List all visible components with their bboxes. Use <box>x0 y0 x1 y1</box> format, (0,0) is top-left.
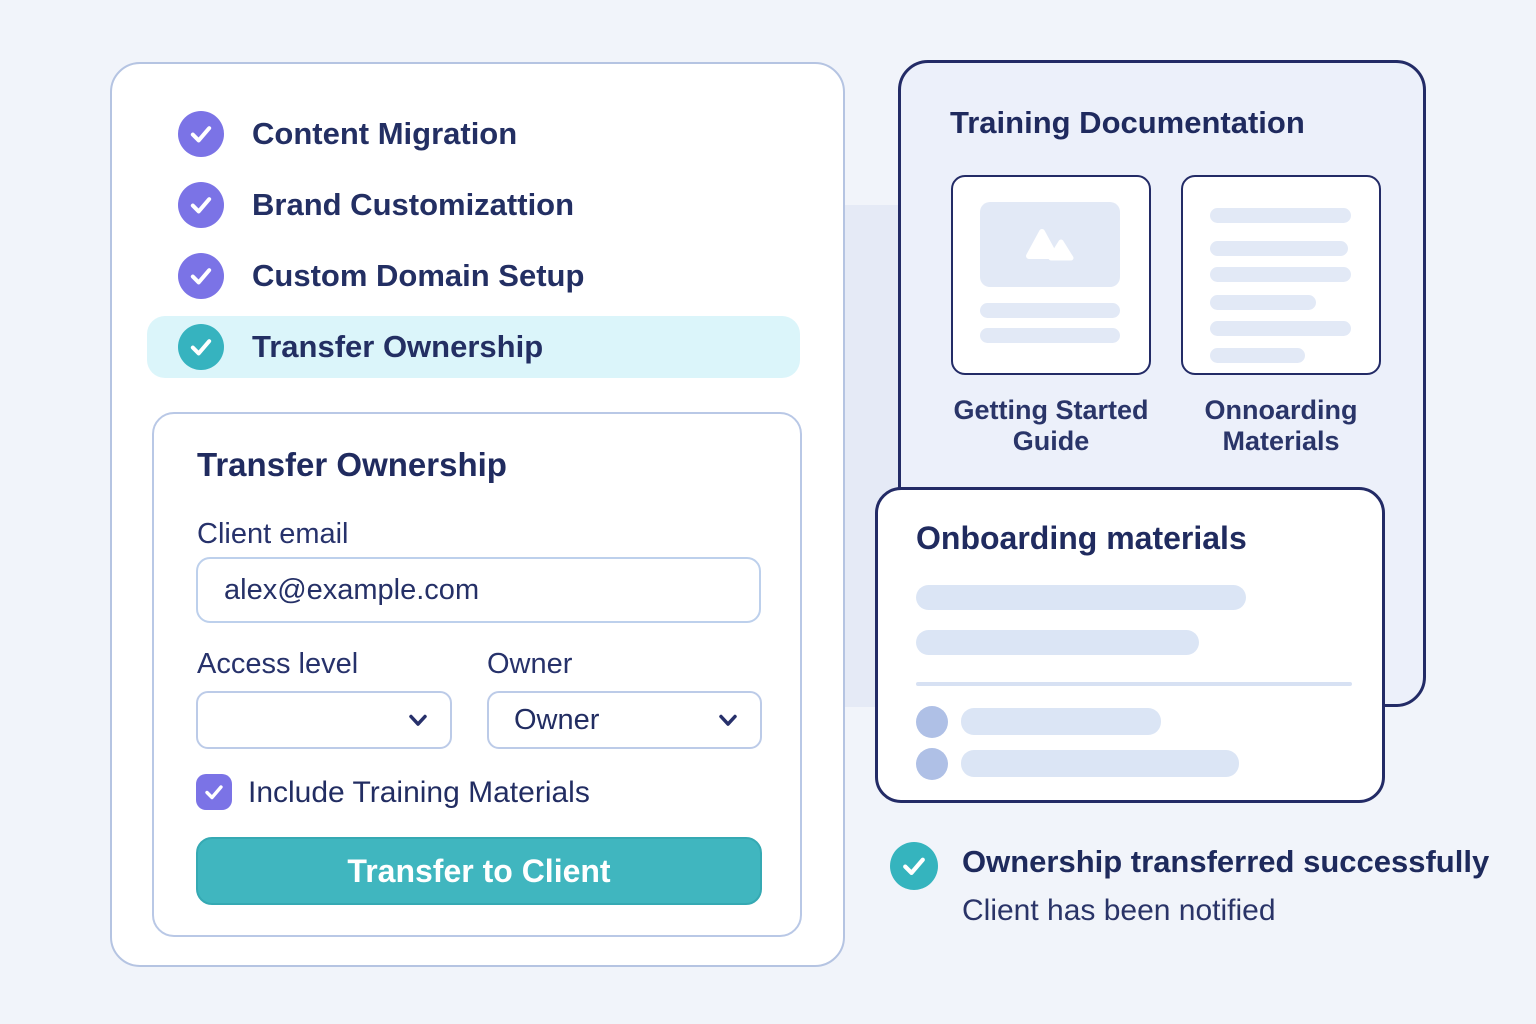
bullet-icon <box>916 706 948 738</box>
checklist-item-custom-domain[interactable]: Custom Domain Setup <box>178 253 584 299</box>
owner-label: Owner <box>487 648 573 680</box>
success-check-icon <box>890 842 938 890</box>
chevron-down-icon <box>404 706 432 734</box>
include-training-label: Include Training Materials <box>248 776 590 809</box>
transfer-to-client-button[interactable]: Transfer to Client <box>196 837 762 905</box>
divider <box>916 682 1352 686</box>
checklist-item-content-migration[interactable]: Content Migration <box>178 111 517 157</box>
client-email-input[interactable] <box>196 557 761 623</box>
access-level-select[interactable] <box>196 691 452 749</box>
check-icon <box>205 785 223 800</box>
text-line-placeholder <box>1210 295 1316 310</box>
setup-checklist-card: Content Migration Brand Customizattion C… <box>110 62 845 967</box>
client-email-label: Client email <box>197 518 349 550</box>
transfer-ownership-form: Transfer Ownership Client email Access l… <box>152 412 802 937</box>
doc-label-onboarding: Onnoarding Materials <box>1204 395 1358 456</box>
checklist-item-transfer-ownership-active[interactable]: Transfer Ownership <box>147 316 800 378</box>
text-line-placeholder <box>916 630 1199 655</box>
text-line-placeholder <box>980 303 1120 318</box>
mountains-icon <box>1026 228 1074 260</box>
check-icon <box>178 253 224 299</box>
text-line-placeholder <box>1210 208 1351 223</box>
doc-onboarding-materials[interactable] <box>1181 175 1381 375</box>
check-icon <box>178 111 224 157</box>
checklist-item-label: Transfer Ownership <box>252 329 544 364</box>
owner-select[interactable]: Owner <box>487 691 762 749</box>
include-training-checkbox[interactable] <box>196 774 232 810</box>
checklist-item-label: Custom Domain Setup <box>252 258 585 293</box>
training-documentation-title: Training Documentation <box>950 105 1305 140</box>
doc-getting-started-guide[interactable] <box>951 175 1151 375</box>
chevron-down-icon <box>714 706 742 734</box>
form-title: Transfer Ownership <box>197 446 507 483</box>
checklist-item-label: Content Migration <box>252 116 518 151</box>
text-line-placeholder <box>916 585 1246 610</box>
check-icon <box>178 182 224 228</box>
text-line-placeholder <box>1210 321 1351 336</box>
text-line-placeholder <box>1210 241 1348 256</box>
text-line-placeholder <box>980 328 1120 343</box>
status-subtitle: Client has been notified <box>962 894 1276 927</box>
status-title: Ownership transferred successfully <box>962 844 1490 879</box>
image-placeholder <box>980 202 1120 287</box>
check-icon <box>178 324 224 370</box>
doc-label-getting-started: Getting Started Guide <box>953 395 1149 456</box>
owner-select-value: Owner <box>514 703 600 736</box>
text-line-placeholder <box>1210 348 1305 363</box>
onboarding-panel-title: Onboarding materials <box>916 520 1247 556</box>
list-item-placeholder <box>961 708 1161 735</box>
list-item-placeholder <box>961 750 1239 777</box>
checklist-item-brand-customization[interactable]: Brand Customizattion <box>178 182 574 228</box>
text-line-placeholder <box>1210 267 1351 282</box>
checklist-item-label: Brand Customizattion <box>252 187 575 222</box>
access-level-label: Access level <box>197 648 359 680</box>
onboarding-materials-panel: Onboarding materials <box>875 487 1385 803</box>
bullet-icon <box>916 748 948 780</box>
